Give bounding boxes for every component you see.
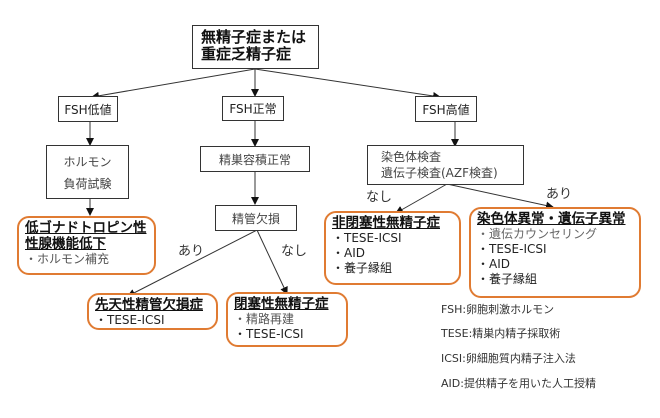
outcome-title-line1: 低ゴナドトロピン性 <box>25 220 147 236</box>
edge-label-genetic-yes: あり <box>546 187 573 202</box>
fsh-normal-label: FSH正常 <box>229 102 277 116</box>
testis-volume-node: 精巣容積正常 <box>200 146 310 172</box>
fsh-low-label: FSH低値 <box>64 102 112 117</box>
outcome-item: ・ホルモン補充 <box>25 252 110 266</box>
outcome-title-line2: 性腺機能低下 <box>25 236 106 252</box>
vas-absence-label: 精管欠損 <box>231 211 280 226</box>
outcome-title: 先天性精管欠損症 <box>95 297 203 313</box>
vas-absence-node: 精管欠損 <box>215 205 297 231</box>
edge-label-vas-no: なし <box>281 244 308 259</box>
outcome-chromosomal: 染色体異常・遺伝子異常 ・遺伝カウンセリング ・TESE-ICSI ・AID ・… <box>469 207 641 298</box>
outcome-item: ・精路再建 <box>234 312 295 326</box>
fsh-low-node: FSH低値 <box>58 96 118 122</box>
fsh-normal-node: FSH正常 <box>222 96 284 121</box>
outcome-item: ・遺伝カウンセリング <box>477 227 598 241</box>
outcome-hypogonadotropic: 低ゴナドトロピン性 性腺機能低下 ・ホルモン補充 <box>17 216 156 275</box>
genetic-test-node: 染色体検査 遺伝子検査(AZF検査) <box>367 145 524 185</box>
outcome-item: ・AID <box>477 257 510 271</box>
fsh-high-node: FSH高値 <box>415 96 477 122</box>
root-line2: 重症乏精子症 <box>201 45 292 63</box>
edge-vas-obstructive <box>256 229 288 295</box>
outcome-item: ・TESE-ICSI <box>477 242 547 256</box>
legend-fsh: FSH:卵胞刺激ホルモン <box>441 303 555 316</box>
hormone-test-line1: ホルモン <box>63 155 112 169</box>
genetic-test-line2: 遺伝子検査(AZF検査) <box>381 166 498 180</box>
outcome-item: ・TESE-ICSI <box>95 313 165 327</box>
edge-genetic-nonobstructive <box>395 183 448 214</box>
root-node: 無精子症または 重症乏精子症 <box>192 25 319 69</box>
outcome-item: ・TESE-ICSI <box>234 327 304 341</box>
testis-volume-label: 精巣容積正常 <box>218 152 291 167</box>
outcome-congenital-vas: 先天性精管欠損症 ・TESE-ICSI <box>87 293 218 330</box>
legend-aid: AID:提供精子を用いた人工授精 <box>441 377 596 390</box>
legend-icsi: ICSI:卵細胞質内精子注入法 <box>441 352 576 365</box>
genetic-test-line1: 染色体検査 <box>381 150 442 164</box>
fsh-high-label: FSH高値 <box>422 102 470 117</box>
legend-tese: TESE:精巣内精子採取術 <box>441 327 561 340</box>
outcome-item: ・養子縁組 <box>332 261 393 275</box>
edge-root-fsh-low <box>91 68 256 100</box>
edge-root-fsh-high <box>254 68 441 100</box>
root-line1: 無精子症または <box>201 28 307 46</box>
outcome-item: ・AID <box>332 246 365 260</box>
edge-genetic-chromosomal <box>446 183 554 210</box>
edge-label-vas-yes: あり <box>178 244 205 259</box>
hormone-test-line2: 負荷試験 <box>63 177 112 191</box>
outcome-obstructive: 閉塞性無精子症 ・精路再建 ・TESE-ICSI <box>226 292 348 347</box>
outcome-title: 閉塞性無精子症 <box>234 296 329 312</box>
outcome-title: 非閉塞性無精子症 <box>332 215 440 231</box>
edge-vas-congenital <box>127 229 258 297</box>
outcome-item: ・養子縁組 <box>477 272 538 286</box>
outcome-item: ・TESE-ICSI <box>332 231 402 245</box>
outcome-non-obstructive: 非閉塞性無精子症 ・TESE-ICSI ・AID ・養子縁組 <box>324 211 461 285</box>
outcome-title: 染色体異常・遺伝子異常 <box>477 211 626 227</box>
hormone-test-node: ホルモン 負荷試験 <box>46 145 129 199</box>
edge-label-genetic-no: なし <box>366 190 393 205</box>
